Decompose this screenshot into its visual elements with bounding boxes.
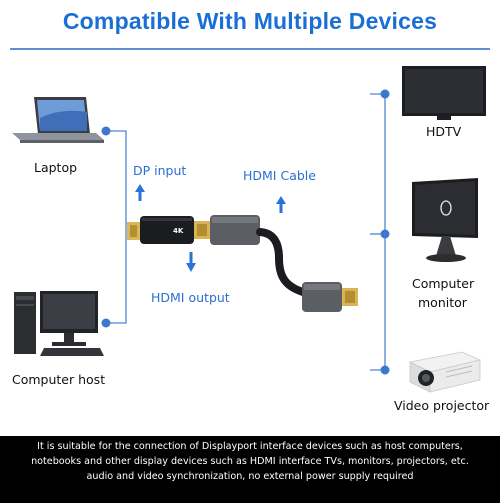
video-projector-label: Video projector (394, 398, 490, 413)
adapter-badge: 4K (173, 227, 184, 235)
computer-monitor-icon (412, 178, 478, 262)
video-projector-icon (408, 351, 482, 393)
computer-host-label: Computer host (12, 372, 106, 387)
laptop-label: Laptop (34, 160, 78, 175)
dot-monitor (380, 229, 390, 239)
footer-line-1: It is suitable for the connection of Dis… (37, 441, 463, 452)
dot-projector (380, 365, 390, 375)
title-divider (10, 48, 490, 50)
dot-hdtv (380, 89, 390, 99)
arrow-up-icon (276, 196, 286, 213)
hdmi-output-label: HDMI output (151, 290, 230, 305)
dot-laptop (101, 126, 111, 136)
dp-hdmi-adapter-icon: 4K (127, 216, 210, 244)
footer-description: It is suitable for the connection of Dis… (0, 436, 500, 503)
left-bracket-line (106, 130, 127, 324)
dot-computer-host (101, 318, 111, 328)
computer-monitor-label-line1: Computer (412, 276, 475, 291)
footer-line-3: audio and video synchronization, no exte… (86, 471, 414, 482)
hdtv-label: HDTV (426, 124, 462, 139)
hdmi-cable-icon (210, 215, 358, 312)
computer-host-icon (14, 291, 104, 356)
arrow-down-icon (186, 252, 196, 272)
hdmi-cable-label: HDMI Cable (243, 168, 316, 183)
laptop-icon (12, 97, 104, 143)
arrow-up-icon (135, 184, 145, 201)
footer-line-2: notebooks and other display devices such… (31, 456, 469, 467)
computer-monitor-label-line2: monitor (418, 295, 467, 310)
connector-dots (101, 89, 390, 375)
dp-input-label: DP input (133, 163, 187, 178)
page-title: Compatible With Multiple Devices (62, 8, 438, 34)
hdtv-icon (402, 66, 486, 120)
